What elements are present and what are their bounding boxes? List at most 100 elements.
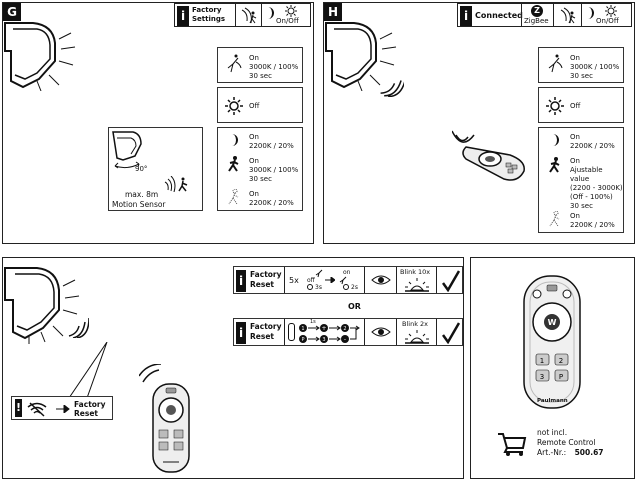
remote-control-icon xyxy=(139,364,199,474)
clock-icon xyxy=(343,284,349,290)
setting-line: On xyxy=(570,212,580,220)
remote-note-1: not incl. xyxy=(537,428,568,437)
setting-line: On xyxy=(570,54,580,62)
sensor-label: Motion Sensor xyxy=(112,200,166,209)
remote-control-large-icon: W 1 2 3 P xyxy=(522,274,582,410)
zigbee-icon: Z xyxy=(531,5,543,17)
status-onoff: On/Off xyxy=(596,17,619,25)
setting-box-night: On 2200K / 20% On 3000K / 100% 30 sec On… xyxy=(217,127,303,211)
setting-line: 30 sec xyxy=(249,72,272,80)
reset-row-2: i Factory Reset 1 + 2 P 3 - xyxy=(233,318,463,346)
svg-text:-: - xyxy=(344,336,346,343)
svg-text:1: 1 xyxy=(540,357,544,365)
reset-label: Factory Reset xyxy=(250,270,282,289)
remote-note-2: Remote Control xyxy=(537,438,596,447)
panel-remote: W 1 2 3 P Paulmann not incl. Remote Cont… xyxy=(470,257,635,479)
dim-person-icon xyxy=(548,211,562,227)
sun-icon xyxy=(284,5,298,17)
setting-box-motion: On 3000K / 100% 30 sec xyxy=(538,47,624,83)
reset-on: on xyxy=(343,269,351,276)
motion-icon xyxy=(315,268,325,278)
clock-icon xyxy=(307,284,313,290)
reset-step-time: 1s xyxy=(310,319,316,325)
svg-text:W: W xyxy=(548,318,557,327)
setting-line: 30 sec xyxy=(570,72,593,80)
svg-text:1: 1 xyxy=(301,326,304,332)
motion-wave-icon xyxy=(163,176,193,192)
setting-line: 2200K / 20% xyxy=(570,221,615,229)
setting-line: On xyxy=(249,54,259,62)
svg-text:2: 2 xyxy=(343,326,346,332)
reset-label: Factory Reset xyxy=(250,322,282,341)
setting-box-daylight: Off xyxy=(538,87,624,123)
setting-line: 30 sec xyxy=(249,175,272,183)
svg-text:+: + xyxy=(321,325,326,332)
setting-box-daylight: Off xyxy=(217,87,303,123)
info-icon: i xyxy=(236,322,246,344)
checkmark-icon xyxy=(442,270,460,292)
reset-count: 5x xyxy=(289,276,299,285)
setting-line: 2200K / 20% xyxy=(249,199,294,207)
moon-icon xyxy=(264,6,276,20)
reset-blink: Blink 10x xyxy=(400,268,431,276)
signal-waves-icon xyxy=(380,75,404,97)
or-label: OR xyxy=(348,302,361,311)
svg-text:3: 3 xyxy=(540,373,544,381)
setting-line: 30 sec xyxy=(570,202,593,210)
reset-blink: Blink 2x xyxy=(402,320,429,328)
walking-person-icon xyxy=(548,157,562,173)
moon-icon xyxy=(584,6,596,20)
status-bar-g: i Factory Settings On/Off xyxy=(174,3,311,27)
sensor-icon xyxy=(111,130,151,172)
motion-icon xyxy=(226,54,242,74)
arrow-right-icon xyxy=(56,405,70,413)
setting-line: On xyxy=(249,133,259,141)
setting-line: On xyxy=(570,133,580,141)
svg-text:P: P xyxy=(301,337,304,343)
callout-label: Factory Reset xyxy=(74,400,106,418)
sensor-angle: 90° xyxy=(135,165,148,173)
lamp-icon xyxy=(324,21,404,91)
setting-line: Off xyxy=(570,102,581,110)
status-onoff: On/Off xyxy=(276,17,299,25)
setting-line: (Off - 100%) xyxy=(570,193,613,201)
signal-waves-icon xyxy=(67,318,89,338)
sensor-range: max. 8m xyxy=(125,190,159,199)
setting-line: 2200K / 20% xyxy=(249,142,294,150)
setting-line: 3000K / 100% xyxy=(249,63,299,71)
panel-tag-g: G xyxy=(3,3,21,21)
remote-control-icon xyxy=(452,127,532,187)
motion-signal-icon xyxy=(239,7,259,25)
setting-line: (2200 - 3000K) xyxy=(570,184,623,192)
eye-icon xyxy=(371,326,391,338)
panel-tag-h: H xyxy=(324,3,342,21)
remote-mini-icon xyxy=(288,323,295,341)
arrow-right-icon xyxy=(325,277,335,283)
setting-line: Off xyxy=(249,102,260,110)
status-label: Connected xyxy=(475,11,523,20)
setting-line: Ajustable value xyxy=(570,166,603,183)
shopping-cart-icon xyxy=(497,432,527,456)
svg-text:3: 3 xyxy=(322,337,325,343)
sun-icon xyxy=(225,97,243,115)
setting-line: 2200K / 20% xyxy=(570,142,615,150)
callout-pointer xyxy=(59,342,109,398)
setting-box-motion: On 3000K / 100% 30 sec xyxy=(217,47,303,83)
reset-time-2: 2s xyxy=(351,284,358,291)
article-prefix: Art.-Nr.: xyxy=(537,448,567,457)
setting-line: On xyxy=(570,157,580,165)
info-icon: i xyxy=(177,6,189,26)
lamp-icon xyxy=(3,266,91,344)
status-zigbee: ZigBee xyxy=(524,17,549,25)
remote-brand: Paulmann xyxy=(537,398,568,404)
reset-off: off xyxy=(307,277,315,284)
info-icon: i xyxy=(236,270,246,292)
info-icon: i xyxy=(460,6,472,26)
warning-icon: ! xyxy=(15,399,22,417)
sensor-detail-box: 90° max. 8m Motion Sensor xyxy=(108,127,203,211)
setting-line: 3000K / 100% xyxy=(249,166,299,174)
setting-line: On xyxy=(249,190,259,198)
setting-line: On xyxy=(249,157,259,165)
panel-g: G i Factory Settings On/Off xyxy=(2,2,314,244)
setting-line: 3000K / 100% xyxy=(570,63,620,71)
